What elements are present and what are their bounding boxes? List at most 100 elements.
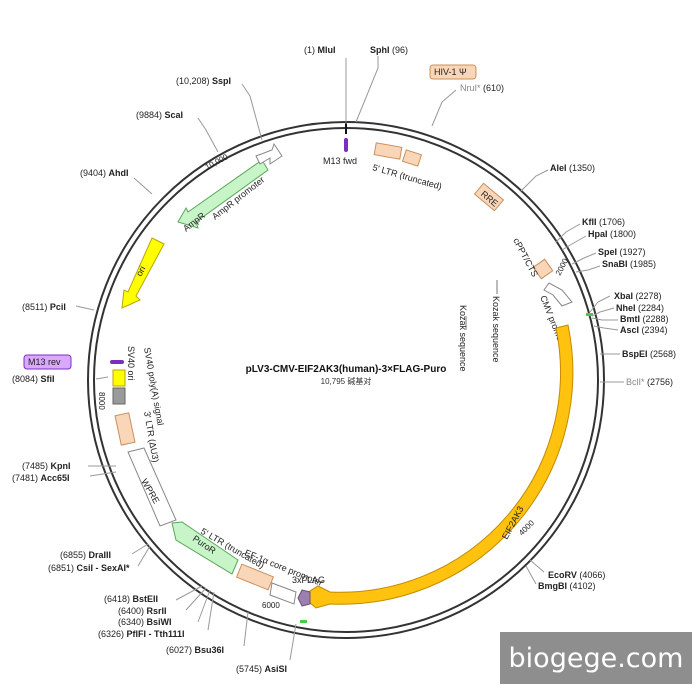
site-sfi: (8084) SfiI (12, 374, 55, 384)
site-leader (137, 545, 151, 567)
site-asc: AscI (2394) (620, 325, 668, 335)
site-leader (185, 587, 207, 611)
site-leader (241, 83, 263, 141)
site-kfl: KflI (1706) (582, 217, 625, 227)
ef1a-arrow (269, 582, 297, 605)
site-leader (571, 252, 597, 265)
site-leader (529, 559, 545, 573)
ltr3-box (114, 412, 136, 446)
m13-rev-label: M13 rev (28, 357, 61, 367)
cppt-box (532, 258, 554, 280)
backbone-mark (586, 313, 593, 316)
cppt-label: cPPT/CTS (511, 236, 540, 278)
site-bsiw: (6340) BsiWI (118, 617, 172, 627)
site-leader (95, 376, 109, 380)
site-ahd: (9404) AhdI (80, 168, 129, 178)
site-leader (591, 307, 615, 317)
watermark-logo: biogege.com (500, 632, 692, 684)
site-acc: (7481) Acc65I (12, 473, 70, 483)
sv40ori-box (112, 387, 126, 405)
site-asis: (5745) AsiSI (236, 664, 287, 674)
site-leader (289, 623, 297, 661)
site-rsr: (6400) RsrII (118, 606, 167, 616)
tick-6000: 6000 (262, 601, 280, 610)
site-leader (133, 177, 153, 195)
site-ale: AleI (1350) (550, 163, 595, 173)
features: M13 fwd 5' LTR (truncated) HIV-1 Ψ RRE c… (23, 64, 574, 609)
site-sph: SphI (96) (370, 45, 408, 55)
flag-arrow (297, 589, 311, 607)
ltr5-label: 5' LTR (truncated) (371, 162, 443, 191)
site-dra: (6855) DraIII (60, 550, 111, 560)
site-bcl: BclI* (2756) (626, 377, 673, 387)
sv40pa-box (112, 369, 126, 387)
site-leader (593, 325, 619, 331)
site-sca: (9884) ScaI (136, 110, 183, 120)
site-leader (525, 565, 537, 585)
site-ecorv: EcoRV (4066) (548, 570, 605, 580)
site-leader (197, 589, 211, 623)
m13-fwd-mark (344, 138, 348, 152)
site-leader (519, 169, 549, 193)
ori-arrow (121, 237, 165, 309)
hiv-psi-label: HIV-1 Ψ (434, 67, 467, 77)
restriction-sites: (1) MluI SphI (96) NruI* (610) AleI (135… (12, 45, 676, 674)
site-xba: XbaI (2278) (614, 291, 662, 301)
site-leader (561, 235, 587, 251)
kozak-label-1: Kozak sequence (491, 296, 501, 363)
hiv-psi-box (429, 64, 477, 80)
site-bste: (6418) BstEII (104, 594, 158, 604)
ef1a-box (235, 563, 275, 591)
site-spe: SpeI (1927) (598, 247, 646, 257)
site-leader (355, 56, 379, 123)
m13-fwd-label: M13 fwd (323, 156, 357, 166)
site-pci: (8511) PciI (22, 302, 66, 312)
site-leader (591, 317, 618, 321)
site-leader (207, 591, 215, 631)
site-mlu: (1) MluI (304, 45, 336, 55)
amprp-arrow (255, 142, 283, 165)
flag-label: 3xFLAG (292, 575, 325, 585)
tick-10000: 10,000 (204, 152, 230, 172)
site-nru: NruI* (610) (460, 83, 504, 93)
backbone-mark (300, 620, 307, 623)
site-bspe: BspEI (2568) (622, 349, 676, 359)
site-leader (197, 117, 219, 153)
site-bsu: (6027) Bsu36I (166, 645, 224, 655)
site-leader (431, 89, 457, 127)
rre-box (473, 182, 505, 212)
ltr5-box-2 (401, 149, 423, 167)
site-nhe: NheI (2284) (616, 303, 664, 313)
ori-label: ori (134, 264, 148, 278)
ltr5-box-1 (373, 142, 403, 160)
sv40ori-label: SV40 ori (126, 346, 136, 381)
m13-rev-tag (23, 354, 72, 370)
site-bmt: BmtI (2288) (620, 314, 669, 324)
site-leader (575, 265, 601, 273)
site-leader (175, 585, 203, 601)
site-leader (131, 543, 149, 555)
kozak-label-2: Kozak sequence (458, 305, 468, 372)
site-csi: (6851) CsiI - SexAI* (48, 563, 130, 573)
tick-4000: 4000 (517, 518, 536, 537)
site-kpn: (7485) KpnI (22, 461, 71, 471)
site-bmgb: BmgBI (4102) (538, 581, 596, 591)
puror-arrow (171, 521, 239, 575)
site-pflf: (6326) PflFI - Tth111I (98, 629, 185, 639)
m13-rev-mark (110, 360, 124, 364)
wpre-box (127, 447, 177, 527)
cmv-arrow (543, 282, 573, 307)
site-leader (89, 471, 117, 477)
site-leader (589, 295, 611, 313)
ampr-arrow (177, 159, 269, 229)
tick-8000: 8000 (97, 392, 106, 410)
site-leader (243, 611, 249, 647)
site-hpa: HpaI (1800) (588, 229, 636, 239)
site-leader (75, 305, 95, 311)
plasmid-name: pLV3-CMV-EIF2AK3(human)-3×FLAG-Puro (246, 364, 447, 375)
site-leader (555, 223, 581, 243)
site-sna: SnaBI (1985) (602, 259, 656, 269)
plasmid-size: 10,795 碱基对 (321, 376, 372, 386)
site-ssp: (10,208) SspI (176, 76, 231, 86)
